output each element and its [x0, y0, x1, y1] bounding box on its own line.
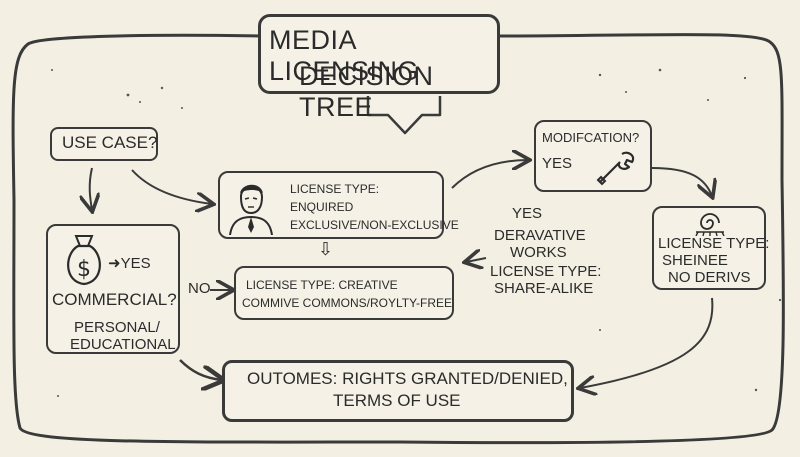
arrow-noderivs-to-outcomes — [580, 297, 714, 388]
svg-text:$: $ — [77, 257, 91, 282]
exclusive-line-1: LICENSE TYPE: — [290, 182, 380, 196]
commercial-box: $ ➜YES COMMERCIAL? PERSONAL/ EDUCATIONAL — [46, 224, 180, 354]
creative-line-1: LICENSE TYPE: CREATIVE — [246, 278, 398, 292]
arrow-modification-to-noderivs — [651, 167, 712, 196]
derivative-line-1: DERAVATIVE — [494, 227, 586, 244]
derivative-line-3: LICENSE TYPE: — [490, 263, 602, 280]
personal-label-1: PERSONAL/ — [74, 319, 160, 336]
arrow-exclusive-to-modification — [451, 160, 528, 189]
commercial-yes-label: ➜YES — [108, 255, 151, 272]
outcomes-line-1: OUTOMES: RIGHTS GRANTED/DENIED, — [247, 369, 568, 388]
businessman-portrait-icon — [226, 177, 276, 239]
noderivs-line-2: SHEINEE — [662, 252, 728, 269]
personal-label-2: EDUCATIONAL — [70, 336, 176, 353]
arrow-usecase-to-commercial — [90, 167, 92, 210]
modification-box: MODIFCATION? YES — [534, 120, 652, 192]
exclusive-line-2: ENQUIRED — [290, 200, 354, 214]
derivative-line-4: SHARE-ALIKE — [494, 280, 594, 297]
derivative-line-2: WORKS — [510, 244, 567, 261]
no-label: NO — [188, 280, 211, 297]
arrow-commercial-to-outcomes — [179, 359, 222, 380]
use-case-label: USE CASE? — [62, 133, 158, 152]
creative-line-2: COMMIVE COMMONS/ROYLTY-FREE — [242, 296, 453, 310]
outcomes-line-2: TERMS OF USE — [333, 391, 461, 410]
title-box: MEDIA LICENSING DECISION TREE — [258, 14, 500, 122]
noderivs-line-1: LICENSE TYPE: — [658, 235, 770, 252]
license-exclusive-box: LICENSE TYPE: ENQUIRED EXCLUSIVE/NON-EXC… — [218, 171, 459, 239]
outcomes-box: OUTOMES: RIGHTS GRANTED/DENIED, TERMS OF… — [222, 360, 574, 422]
spiral-shell-icon — [690, 210, 730, 240]
down-arrow-glyph: ⇩ — [318, 239, 334, 260]
money-bag-icon: $ — [62, 232, 106, 292]
title-line-1: MEDIA LICENSING — [269, 25, 420, 86]
modification-question: MODIFCATION? — [542, 130, 640, 145]
title-line-2: DECISION TREE — [299, 61, 434, 122]
use-case-box: USE CASE? — [50, 127, 158, 161]
ink-specks — [51, 68, 782, 397]
arrow-derivative-to-creative — [466, 258, 487, 262]
title-down-arrow — [366, 96, 442, 135]
license-creative-box: LICENSE TYPE: CREATIVE COMMIVE COMMONS/R… — [234, 266, 454, 320]
commercial-question: COMMERCIAL? — [52, 290, 177, 309]
noderivs-line-3: NO DERIVS — [668, 269, 751, 286]
modification-yes: YES — [542, 155, 573, 172]
outer-frame — [11, 33, 785, 445]
arrow-usecase-to-exclusive — [131, 169, 212, 204]
exclusive-line-3: EXCLUSIVE/NON-EXCLUSIVE — [290, 218, 459, 232]
license-noderivs-box: LICENSE TYPE: SHEINEE NO DERIVS — [652, 206, 770, 290]
wrench-icon — [594, 150, 638, 192]
derivative-yes: YES — [512, 205, 543, 222]
